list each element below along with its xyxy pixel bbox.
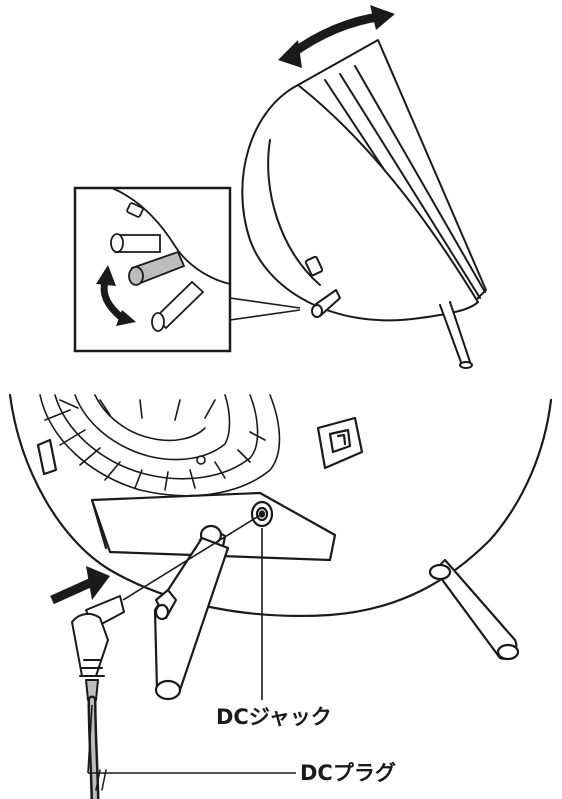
fan-grille — [40, 395, 279, 496]
dc-plug — [72, 596, 124, 799]
tilt-arrow-head-right-icon — [370, 5, 395, 30]
tilt-arrow-head-left-icon — [278, 40, 302, 68]
dc-jack-label: DCジャック — [216, 704, 332, 730]
switch-icon — [318, 418, 362, 468]
insert-arrow-icon — [52, 566, 110, 600]
tilt-detail-inset — [75, 188, 230, 351]
dc-plug-label: DCプラグ — [296, 760, 396, 786]
